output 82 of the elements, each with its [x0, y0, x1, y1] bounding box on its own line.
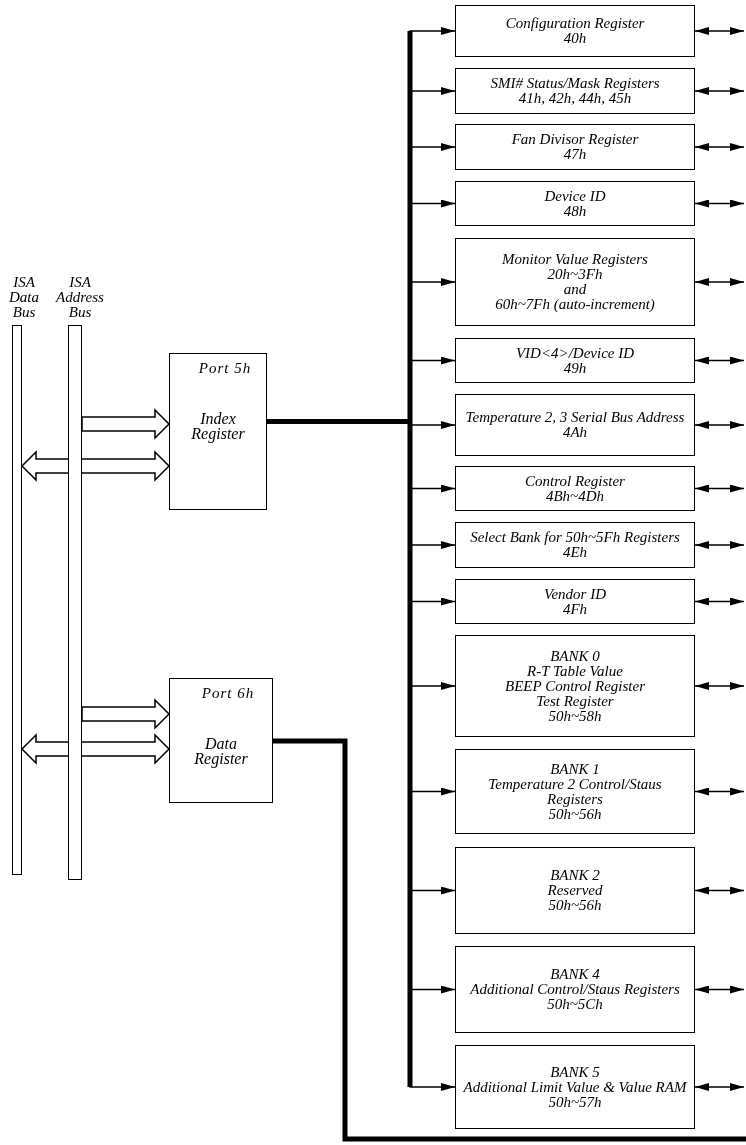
hollow-bus-arrow	[81, 698, 171, 730]
register-label: Vendor ID	[543, 586, 607, 602]
register-box	[455, 749, 695, 834]
register-box	[455, 338, 695, 383]
bus-line	[694, 787, 745, 796]
register-box	[455, 847, 695, 934]
register-label: BANK 5	[550, 1064, 600, 1080]
register-box	[455, 946, 695, 1033]
register-label: Control Register	[525, 473, 625, 489]
register-box	[455, 5, 695, 57]
register-label: 4Ah	[562, 425, 588, 440]
register-label: 50h~56h	[548, 806, 602, 822]
register-box	[455, 238, 695, 326]
register-label: 60h~7Fh (auto-increment)	[495, 297, 655, 312]
bus-line	[694, 421, 745, 429]
register-box	[455, 1045, 695, 1129]
bus-line	[694, 886, 745, 895]
register-label: 50h~56h	[548, 898, 602, 913]
bus-line	[694, 356, 745, 365]
register-label: Select Bank for 50h~5Fh Registers	[470, 530, 680, 545]
register-label: 4Fh	[562, 601, 588, 617]
bus-line	[694, 484, 745, 493]
bus-line	[694, 985, 745, 994]
register-label: SMI# Status/Mask Registers	[490, 76, 660, 91]
register-label: Test Register	[536, 693, 614, 709]
bus-label: ISA Address Bus	[54, 275, 105, 320]
register-label: 50h~57h	[548, 1094, 602, 1110]
register-label: Additional Limit Value & Value RAM	[463, 1079, 687, 1095]
register-box	[455, 181, 695, 226]
register-label: BANK 4	[550, 967, 600, 982]
hollow-bus-arrow	[81, 408, 171, 440]
bus-line	[694, 27, 745, 35]
register-label: BEEP Control Register	[505, 678, 645, 694]
register-label: 49h	[563, 360, 587, 376]
register-label: Additional Control/Staus Registers	[470, 982, 680, 997]
register-label: 4Eh	[562, 545, 588, 560]
register-label: BANK 1	[550, 761, 600, 777]
register-label: Reserved	[547, 883, 603, 898]
register-label: Temperature 2 Control/Staus Registers	[487, 776, 663, 807]
register-label: 41h, 42h, 44h, 45h	[518, 91, 632, 106]
register-box	[455, 68, 695, 114]
register-box	[455, 124, 695, 170]
register-label: Device ID	[544, 188, 606, 204]
register-label: 50h~5Ch	[547, 997, 603, 1012]
port-label: Port 5h	[198, 360, 252, 377]
register-label: Configuration Register	[505, 16, 645, 31]
register-label: R-T Table Value	[527, 663, 623, 679]
hollow-bus-arrow	[20, 733, 171, 765]
register-label: 47h	[563, 147, 587, 162]
hollow-bus-arrow	[20, 450, 171, 482]
bus-line	[273, 738, 746, 1142]
register-label: BANK 0	[550, 648, 600, 664]
register-label: BANK 2	[550, 868, 600, 883]
bus-label: ISA Data Bus	[8, 275, 40, 320]
register-label: VID<4>/Device ID	[515, 345, 635, 361]
bus-line	[694, 541, 745, 549]
bus-line	[694, 597, 745, 606]
register-label: Fan Divisor Register	[511, 132, 639, 147]
bus-line	[694, 143, 745, 151]
register-label: 20h~3Fh	[547, 267, 603, 282]
register-label: 50h~58h	[548, 708, 602, 724]
register-box	[455, 579, 695, 624]
port-register-box	[169, 353, 267, 510]
bus-line	[694, 1083, 745, 1091]
register-label: Index Register	[190, 411, 246, 441]
register-label: 4Bh~4Dh	[545, 488, 605, 504]
register-label: 40h	[563, 31, 587, 46]
register-label: Monitor Value Registers	[502, 252, 648, 267]
register-box	[455, 635, 695, 737]
register-box	[455, 394, 695, 456]
bus-line	[694, 87, 745, 95]
port-label: Port 6h	[201, 685, 255, 702]
register-label: 48h	[563, 203, 587, 219]
bus-line	[694, 278, 745, 286]
bus-line	[694, 199, 745, 208]
register-label: and	[563, 282, 587, 297]
register-label: Data Register	[193, 736, 249, 766]
port-register-box	[169, 678, 273, 803]
register-label: Temperature 2, 3 Serial Bus Address	[465, 410, 685, 425]
bus-line	[694, 682, 745, 690]
register-box	[455, 466, 695, 511]
register-box	[455, 522, 695, 568]
